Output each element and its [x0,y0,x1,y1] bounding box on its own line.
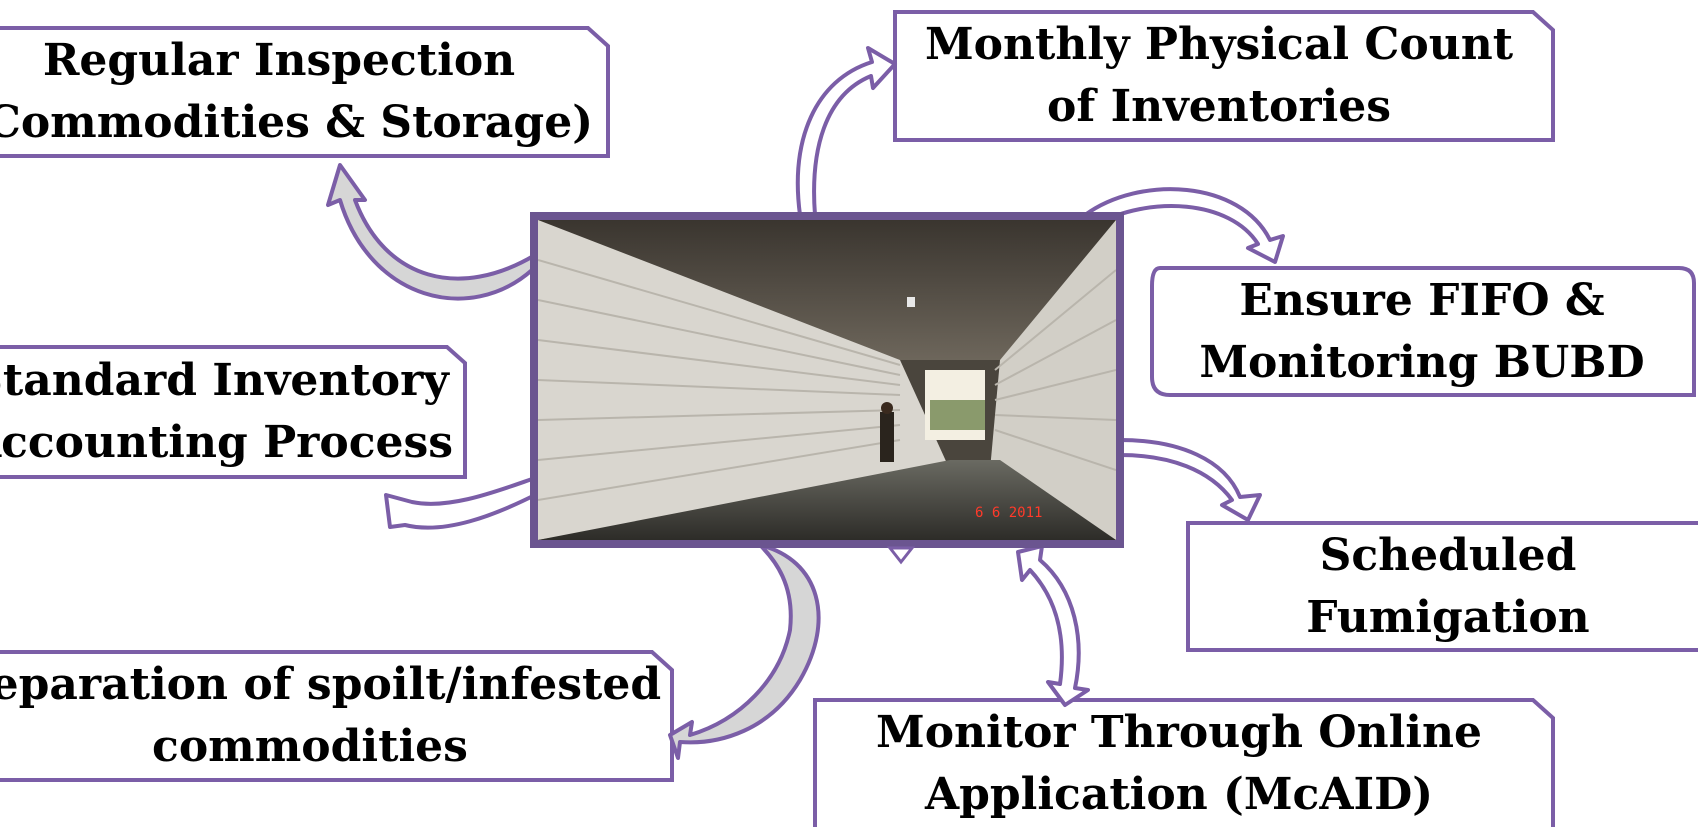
box-frame-scheduled-fumigation [1186,521,1698,652]
separation-line2: commodities [152,721,468,772]
warehouse-photo [538,220,1116,540]
arrow-to-standard-inventory [384,476,537,530]
arrow-to-scheduled-fumigation [1118,438,1262,522]
arrow-to-monitor-online [1016,544,1090,707]
monthly-count-line1: Monthly Physical Count [924,19,1514,70]
box-separation: Separation of spoilt/infested commoditie… [0,654,670,778]
regular-inspection-line2: (Commodities & Storage) [0,97,594,148]
separation-line1: Separation of spoilt/infested [0,659,662,710]
box-regular-inspection: Regular Inspection (Commodities & Storag… [0,30,593,154]
box-fifo: Ensure FIFO & Monitoring BUBD [1152,270,1692,394]
box-frame-regular-inspection [0,26,610,158]
scheduled-fumigation-line2: Fumigation [1306,592,1590,643]
photo-date-stamp: 6 6 2011 [975,505,1042,521]
scheduled-fumigation-line1: Scheduled [1319,530,1577,581]
box-scheduled-fumigation: Scheduled Fumigation [1188,525,1698,649]
monitor-online-line2: Application (McAID) [924,769,1434,820]
box-standard-inventory: Standard Inventory Accounting Process [0,349,460,475]
fifo-line1: Ensure FIFO & [1239,275,1605,326]
box-monthly-count: Monthly Physical Count of Inventories [895,14,1543,138]
arrow-to-regular-inspection [326,163,537,301]
box-frame-fifo [1150,266,1696,397]
regular-inspection-line1: Regular Inspection [42,35,516,86]
box-monitor-online: Monitor Through Online Application (McAI… [815,702,1543,826]
box-frame-separation [0,650,674,782]
standard-inventory-line2: Accounting Process [0,417,454,468]
box-frame-standard-inventory [0,345,467,479]
box-frame-monitor-online [813,698,1555,827]
photo-frame [530,212,1124,548]
monitor-online-line1: Monitor Through Online [876,707,1482,758]
arrow-to-fifo [1083,187,1285,264]
monthly-count-line2: of Inventories [1046,81,1392,132]
arrow-to-separation [668,543,821,760]
standard-inventory-line1: Standard Inventory [0,355,449,406]
box-frame-monthly-count [893,10,1555,142]
fifo-line2: Monitoring BUBD [1199,337,1645,388]
arrow-to-monthly-count [795,46,897,217]
